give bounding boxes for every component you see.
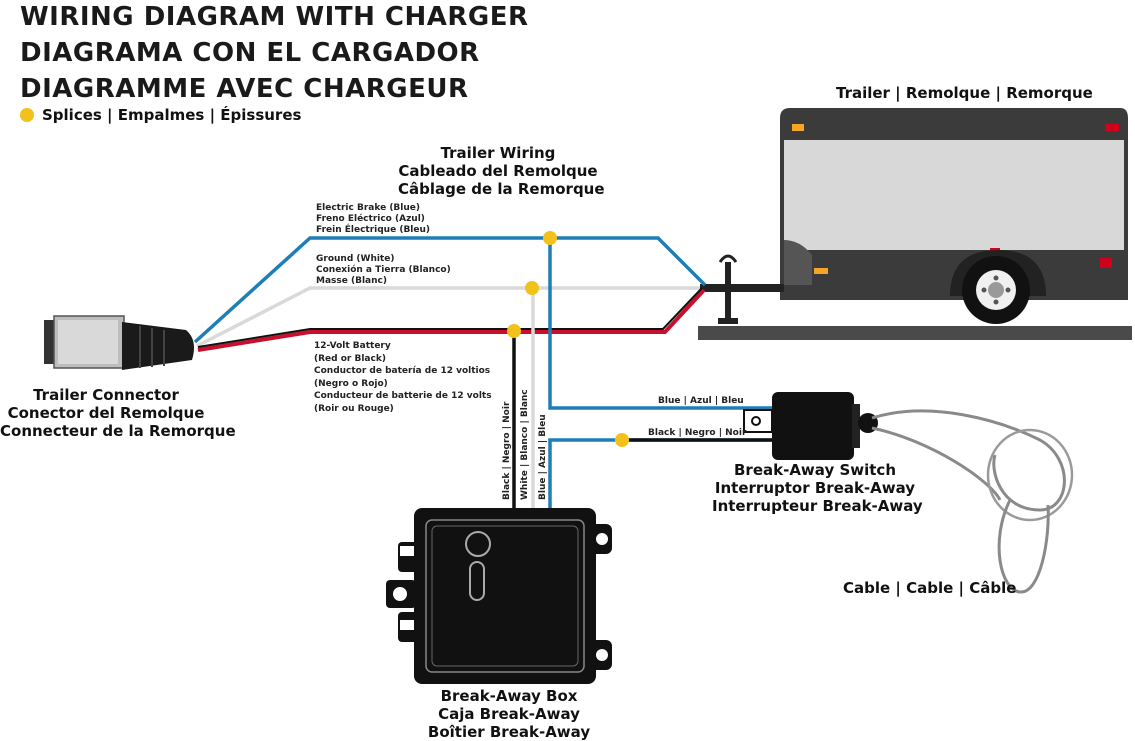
white-wire-label: Ground (White) Conexión a Tierra (Blanco… — [316, 254, 451, 287]
box-line3: Boîtier Break-Away — [427, 723, 591, 741]
switch-line3: Interrupteur Break-Away — [712, 497, 923, 515]
connector-line3: Connecteur de la Remorque — [0, 422, 236, 440]
blue-wire-label: Electric Brake (Blue) Freno Eléctrico (A… — [316, 203, 430, 236]
marker-light-amber — [792, 124, 804, 131]
box-line2: Caja Break-Away — [438, 705, 580, 723]
white-wire-label-l2: Conexión a Tierra (Blanco) — [316, 265, 451, 275]
vertical-white-label: White | Blanco | Blanc — [520, 389, 530, 500]
splice-white — [525, 281, 539, 295]
trailer-wiring-label: Trailer Wiring Cableado del Remolque Câb… — [398, 144, 605, 198]
connector-line2: Conector del Remolque — [7, 404, 205, 422]
white-wire — [196, 286, 700, 348]
trailer-connector-plug — [44, 315, 194, 370]
trailer-wiring-line2: Cableado del Remolque — [398, 162, 598, 180]
splice-red — [507, 324, 521, 338]
battery-label-l3: Conductor de batería de 12 voltios — [314, 366, 491, 376]
splice-blue — [543, 231, 557, 245]
switch-line2: Interruptor Break-Away — [714, 479, 916, 497]
blue-wire-label-l3: Frein Électrique (Bleu) — [316, 225, 431, 235]
title-line-3: DIAGRAMME AVEC CHARGEUR — [20, 74, 469, 104]
blue-wire-label-l2: Freno Eléctrico (Azul) — [316, 214, 425, 224]
marker-light-red — [1105, 124, 1119, 131]
vertical-blue-label: Blue | Azul | Bleu — [538, 414, 548, 500]
splice-black — [615, 433, 629, 447]
trailer-wiring-line3: Câblage de la Remorque — [398, 180, 605, 198]
cable-label: Cable | Cable | Câble — [843, 579, 1017, 597]
white-wire-label-l1: Ground (White) — [316, 254, 395, 264]
legend: Splices | Empalmes | Épissures — [20, 106, 301, 124]
trailer-label: Trailer | Remolque | Remorque — [836, 84, 1093, 102]
ground-strip — [698, 326, 1132, 340]
break-away-switch-label: Break-Away Switch Interruptor Break-Away… — [712, 461, 923, 515]
battery-wire-label: 12-Volt Battery (Red or Black) Conductor… — [314, 340, 492, 415]
trailer-illustration — [700, 108, 1128, 324]
blue-wire-label-l1: Electric Brake (Blue) — [316, 203, 421, 213]
red-wire — [197, 288, 706, 352]
break-away-switch-illustration — [743, 392, 1074, 594]
title-line-2: DIAGRAMA CON EL CARGADOR — [20, 38, 480, 68]
switch-blue-label: Blue | Azul | Bleu — [658, 396, 744, 406]
battery-label-l6: (Roir ou Rouge) — [314, 403, 394, 414]
trailer-connector-label: Trailer Connector Conector del Remolque … — [0, 386, 236, 440]
switch-line1: Break-Away Switch — [734, 461, 896, 479]
title-line-1: WIRING DIAGRAM WITH CHARGER — [20, 2, 529, 32]
white-wire-label-l3: Masse (Blanc) — [316, 276, 387, 286]
blue-wire — [193, 236, 707, 344]
box-line1: Break-Away Box — [440, 687, 578, 705]
vertical-black-label: Black | Negro | Noir — [502, 401, 512, 500]
break-away-box-label: Break-Away Box Caja Break-Away Boîtier B… — [420, 687, 598, 741]
blue-switch-wire — [548, 238, 772, 410]
connector-line1: Trailer Connector — [33, 386, 179, 404]
break-away-box-illustration — [386, 508, 612, 684]
switch-black-label: Black | Negro | Noir — [648, 428, 747, 438]
battery-label-l4: (Negro o Rojo) — [314, 378, 388, 389]
legend-splices-label: Splices | Empalmes | Épissures — [42, 106, 302, 124]
battery-label-l5: Conducteur de batterie de 12 volts — [314, 391, 492, 401]
battery-label-l2: (Red or Black) — [314, 353, 386, 364]
battery-label-l1: 12-Volt Battery — [314, 341, 391, 351]
trailer-wiring-line1: Trailer Wiring — [440, 144, 556, 162]
splice-dot-icon — [20, 108, 34, 122]
